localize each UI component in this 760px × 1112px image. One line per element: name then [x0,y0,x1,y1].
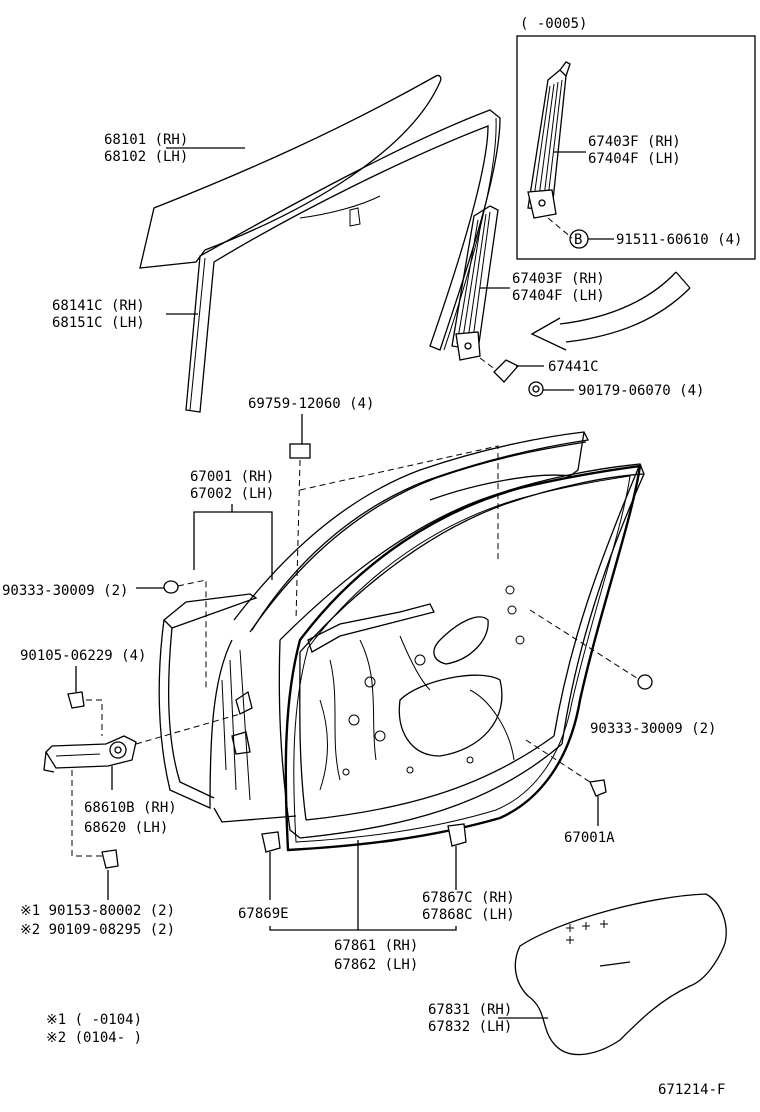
label-67404f: 67404F (LH) [512,288,605,304]
label-67441c: 67441C [548,359,599,375]
label-67869e: 67869E [238,906,289,922]
clips: 67869E 67867C (RH) 67868C (LH) 67861 (RH… [238,823,515,973]
hole-cover: 67831 (RH) 67832 (LH) [428,893,727,1056]
inset-box: ( -0005) B 91511-60610 (4) 67403F (RH) 6… [516,16,756,260]
rear-channel: 67403F (RH) 67404F (LH) 67441C 90179-060… [451,205,704,399]
curved-arrow-icon [530,271,691,351]
label-67404f-inset: 67404F (LH) [588,151,681,167]
label-90153: ※1 90153-80002 (2) [20,903,175,919]
label-90105: 90105-06229 (4) [20,648,146,664]
plug-right: 90333-30009 (2) [529,609,716,737]
mark-b: B [574,232,582,248]
label-68102: 68102 (LH) [104,149,188,165]
note-2: ※2 (0104- ) [46,1030,142,1046]
label-67861: 67861 (RH) [334,938,418,954]
label-68151c: 68151C (LH) [52,315,145,331]
clip-67869e-icon [261,831,281,853]
label-67868c: 67868C (LH) [422,907,515,923]
label-68141c: 68141C (RH) [52,298,145,314]
nut-icon [528,381,544,397]
inset-range-label: ( -0005) [520,16,587,32]
label-67862: 67862 (LH) [334,957,418,973]
label-90333-left: 90333-30009 (2) [2,583,128,599]
tape: 69759-12060 (4) [248,396,499,621]
door-check: 90105-06229 (4) 68610B (RH) 68620 (LH) ※… [20,648,241,938]
label-67403f: 67403F (RH) [512,271,605,287]
plug-right-icon [637,674,653,690]
label-69759: 69759-12060 (4) [248,396,374,412]
label-90109: ※2 90109-08295 (2) [20,922,175,938]
run-channel: 68141C (RH) 68151C (LH) [52,109,501,413]
plug-left: 90333-30009 (2) [2,579,207,690]
clip-67001a: 67001A [525,739,615,846]
label-68101: 68101 (RH) [104,132,188,148]
label-90179: 90179-06070 (4) [578,383,704,399]
label-67832: 67832 (LH) [428,1019,512,1035]
tape-piece-icon [289,443,311,459]
diagram-id: 671214-F [658,1082,725,1098]
label-68620: 68620 (LH) [84,820,168,836]
label-90333-right: 90333-30009 (2) [590,721,716,737]
bolt-icon [67,691,85,709]
label-91511: 91511-60610 (4) [616,232,742,248]
clip-icon [589,779,607,797]
label-67403f-inset: 67403F (RH) [588,134,681,150]
weatherstrip [284,464,642,852]
label-67867c: 67867C (RH) [422,890,515,906]
plug-icon [163,580,179,594]
label-67831: 67831 (RH) [428,1002,512,1018]
note-1: ※1 ( -0104) [46,1012,142,1028]
label-67001a: 67001A [564,830,615,846]
door-panel: 67001 (RH) 67002 (LH) [158,431,589,823]
label-67001: 67001 (RH) [190,469,274,485]
bolt-lower-icon [101,849,119,869]
label-68610b: 68610B (RH) [84,800,177,816]
label-67002: 67002 (LH) [190,486,274,502]
clip-67867c-icon [447,823,467,847]
door-glass: 68101 (RH) 68102 (LH) [104,74,442,269]
